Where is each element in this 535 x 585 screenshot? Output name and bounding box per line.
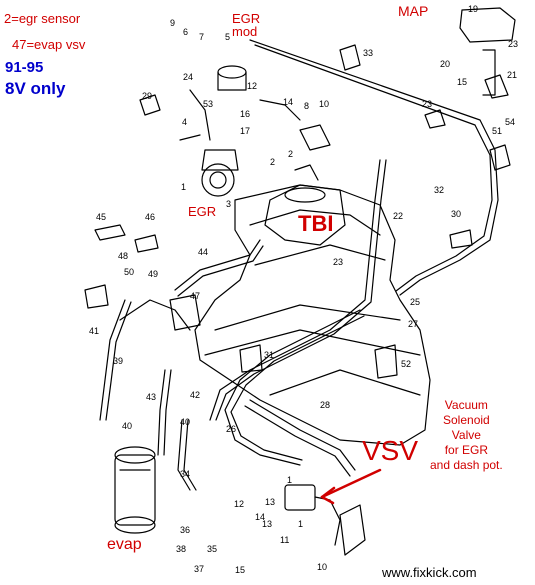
part-number: 47 [190, 291, 201, 301]
part-number: 54 [505, 117, 516, 127]
part-number: 19 [468, 4, 479, 14]
map-label: MAP [398, 3, 429, 19]
part-number: 15 [235, 565, 246, 575]
engine-block [194, 184, 431, 446]
vsv-label: VSV [362, 435, 419, 466]
part-number: 32 [434, 185, 445, 195]
part-number: 14 [255, 512, 266, 522]
part-number: 36 [180, 525, 191, 535]
part-number: 10 [319, 99, 330, 109]
part-number: 49 [148, 269, 159, 279]
part-number: 52 [401, 359, 412, 369]
egr-mod-label: EGR mod [232, 11, 261, 39]
part-number: 45 [96, 212, 107, 222]
part-number: 37 [194, 564, 205, 574]
part-number: 40 [122, 421, 133, 431]
egr-modulator [217, 65, 247, 79]
part-number: 23 [422, 99, 433, 109]
evap-canister [114, 454, 156, 526]
vsv-valve [284, 484, 316, 511]
part-number: 30 [451, 209, 462, 219]
vacuum-solenoid-description: Vacuum Solenoid Valve for EGR and dash p… [430, 398, 503, 472]
part-number: 13 [262, 519, 273, 529]
part-number: 9 [170, 18, 176, 28]
hose-39 [99, 299, 126, 421]
part-number: 29 [142, 91, 153, 101]
part-number: 23 [333, 257, 344, 267]
part-number: 28 [320, 400, 331, 410]
evap-label: evap [107, 536, 142, 553]
part-number: 43 [146, 392, 157, 402]
part-number: 42 [190, 390, 201, 400]
part-number: 26 [226, 424, 237, 434]
part-number: 2 [288, 149, 294, 159]
hose-44 [174, 239, 261, 291]
part-number: 20 [440, 59, 451, 69]
part-number: 4 [182, 117, 188, 127]
part-number: 23 [508, 39, 519, 49]
part-number: 22 [393, 211, 404, 221]
part-number: 41 [89, 326, 100, 336]
tbi-label: TBI [298, 211, 334, 236]
part-number: 25 [410, 297, 421, 307]
part-number: 39 [113, 356, 124, 366]
part-number: 38 [176, 544, 187, 554]
part-number: 35 [207, 544, 218, 554]
evap-vsv-note: 47=evap vsv [12, 37, 86, 52]
part-number: 15 [457, 77, 468, 87]
years-label: 91-95 [5, 59, 44, 76]
part-number: 21 [507, 70, 518, 80]
part-number: 1 [287, 475, 293, 485]
part-number: 14 [283, 97, 294, 107]
vsv-arrow [320, 468, 382, 499]
watermark: www.fixkick.com [382, 565, 477, 580]
egr-sensor-note: 2=egr sensor [4, 11, 81, 26]
part-number: 12 [234, 499, 245, 509]
map-sensor [459, 7, 516, 43]
vacuum-tube-26 [249, 399, 356, 471]
part-number: 46 [145, 212, 156, 222]
part-number: 16 [240, 109, 251, 119]
part-number: 27 [408, 319, 419, 329]
part-number: 1 [181, 182, 187, 192]
hose-43 [157, 369, 166, 456]
part-number: 48 [118, 251, 129, 261]
part-number: 17 [240, 126, 251, 136]
vacuum-tube-25 [209, 159, 381, 421]
part-number: 3 [226, 199, 232, 209]
vacuum-tube-27 [224, 309, 361, 466]
part-number: 34 [180, 469, 191, 479]
part-number: 13 [265, 497, 276, 507]
part-number: 6 [183, 27, 189, 37]
part-number: 44 [198, 247, 209, 257]
part-number: 8 [304, 101, 310, 111]
egr-valve [201, 163, 235, 197]
part-number: 7 [199, 32, 205, 42]
part-number: 40 [180, 417, 191, 427]
part-number: 2 [270, 157, 276, 167]
part-number: 51 [492, 126, 503, 136]
part-number: 5 [225, 32, 231, 42]
vacuum-tube-22 [249, 39, 499, 296]
part-number: 53 [203, 99, 214, 109]
tbi-unit [264, 184, 346, 246]
engine-label: 8V only [5, 79, 66, 98]
part-number: 24 [183, 72, 194, 82]
egr-label: EGR [188, 204, 217, 219]
part-number: 11 [280, 535, 290, 545]
part-number: 10 [317, 562, 328, 572]
part-number: 12 [247, 81, 258, 91]
part-number: 33 [363, 48, 374, 58]
part-number: 50 [124, 267, 135, 277]
part-number: 1 [298, 519, 304, 529]
part-number: 31 [264, 350, 275, 360]
